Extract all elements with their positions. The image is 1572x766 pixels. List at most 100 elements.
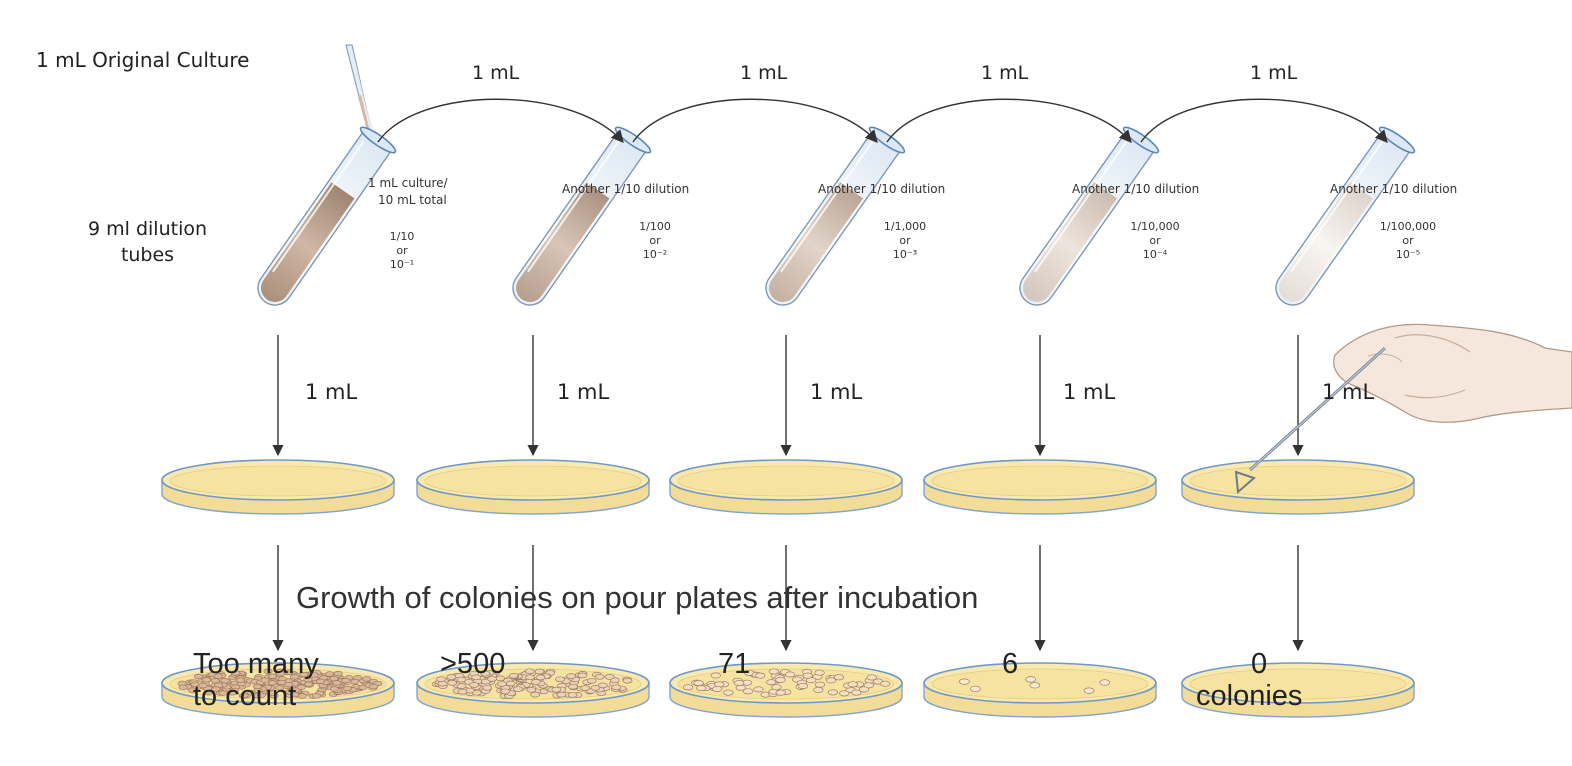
- colony-dot: [324, 671, 335, 677]
- first-dilution-desc-line2: 10 mL total: [378, 193, 447, 207]
- dilution-fraction-2: 1/100: [639, 220, 671, 233]
- colony-dot: [611, 684, 622, 691]
- colony-dot: [825, 677, 837, 684]
- test-tube-1: [257, 126, 397, 306]
- colony-dot: [755, 672, 766, 679]
- colony-dot: [551, 686, 562, 693]
- colony-dot: [446, 674, 457, 680]
- colony-count-line2: to count: [193, 680, 297, 712]
- colony-dot: [959, 678, 970, 685]
- plate-transfer-label-1: 1 mL: [305, 380, 358, 404]
- colony-dot: [289, 674, 300, 680]
- colony-dot: [742, 688, 754, 695]
- result-plate-2: [416, 662, 650, 718]
- colony-dot: [497, 681, 507, 687]
- colony-dot: [362, 676, 372, 682]
- colony-dot: [813, 686, 824, 693]
- colony-dot: [267, 690, 278, 696]
- agar-plate-5: [1181, 459, 1415, 515]
- agar-plate-2: [416, 459, 650, 515]
- colony-dot: [268, 680, 278, 686]
- colony-dot: [531, 679, 541, 685]
- colony-dot: [797, 683, 809, 690]
- colony-dot: [710, 672, 721, 679]
- colony-dot: [256, 692, 267, 698]
- another-dilution-desc-3: Another 1/10 dilution: [1072, 182, 1200, 196]
- dilution-fraction-1: 1/10: [389, 230, 415, 243]
- colony-dot: [682, 684, 694, 691]
- colony-dot: [471, 674, 482, 681]
- colony-dot: [190, 681, 200, 687]
- test-tube-3: [765, 126, 906, 306]
- or-label-4: or: [1149, 234, 1161, 247]
- colony-dot: [290, 691, 300, 698]
- colony-dot: [814, 681, 826, 688]
- colony-dot: [332, 680, 342, 686]
- colony-dot: [568, 683, 578, 690]
- colony-dot: [775, 689, 786, 696]
- colony-dot: [768, 668, 780, 675]
- colony-dot: [333, 670, 343, 677]
- transfer-label-2: 1 mL: [740, 62, 788, 84]
- dilution-fraction-4: 1/10,000: [1130, 220, 1180, 233]
- result-plate-1: [161, 662, 395, 718]
- colony-dot: [1025, 676, 1036, 683]
- colony-dot: [696, 685, 707, 692]
- colony-dot: [733, 680, 745, 687]
- colony-dot: [712, 686, 723, 692]
- colony-dot: [329, 686, 339, 692]
- colony-dot: [753, 686, 764, 693]
- colony-dot: [227, 690, 237, 696]
- colony-dot: [827, 689, 838, 696]
- colony-dot: [858, 686, 870, 693]
- colony-dot: [567, 692, 578, 698]
- colony-count-line1: 71: [718, 648, 751, 680]
- colony-dot: [193, 673, 204, 680]
- dilution-power-1: 10⁻¹: [389, 258, 415, 271]
- plate-transfer-label-3: 1 mL: [810, 380, 863, 404]
- colony-dot: [456, 676, 467, 683]
- dilution-fraction-5: 1/100,000: [1379, 220, 1437, 233]
- colony-dot: [482, 684, 493, 691]
- agar-plate-1: [161, 459, 395, 515]
- agar-plate-3: [669, 459, 903, 515]
- colony-dot: [802, 672, 813, 679]
- colony-dot: [210, 678, 220, 684]
- dilution-power-2: 10⁻²: [642, 248, 668, 261]
- colony-dot: [597, 682, 608, 689]
- first-dilution-desc-line1: 1 mL culture/: [368, 176, 448, 190]
- or-label-3: or: [899, 234, 911, 247]
- transfer-label-3: 1 mL: [981, 62, 1029, 84]
- colony-dot: [1099, 679, 1111, 686]
- colony-dot: [275, 685, 285, 691]
- colony-dot: [263, 668, 273, 674]
- test-tube-4: [1019, 126, 1160, 306]
- colony-dot: [342, 685, 352, 692]
- dilution-power-5: 10⁻⁵: [1395, 248, 1421, 261]
- colony-dot: [577, 672, 588, 679]
- colony-dot: [329, 675, 339, 682]
- colony-dot: [833, 674, 845, 681]
- test-tube-2: [512, 126, 652, 306]
- colony-dot: [594, 674, 605, 680]
- dilution-fraction-3: 1/1,000: [883, 220, 927, 233]
- transfer-label-1: 1 mL: [472, 62, 520, 84]
- colony-dot: [218, 690, 228, 696]
- transfer-arrow-3: [886, 98, 1132, 143]
- dilution-power-4: 10⁻⁴: [1142, 248, 1168, 261]
- colony-dot: [723, 689, 734, 696]
- colony-dot: [535, 674, 546, 681]
- dilution-tubes-label-line2: tubes: [120, 244, 175, 266]
- colony-dot: [211, 686, 221, 692]
- result-plate-4: [923, 662, 1157, 718]
- colony-dot: [369, 683, 379, 690]
- pipette-icon: [345, 44, 375, 141]
- original-culture-label: 1 mL Original Culture: [36, 48, 250, 72]
- colony-dot: [260, 677, 270, 683]
- colony-dot: [525, 674, 535, 681]
- colony-dot: [530, 691, 540, 698]
- colony-dot: [970, 685, 981, 692]
